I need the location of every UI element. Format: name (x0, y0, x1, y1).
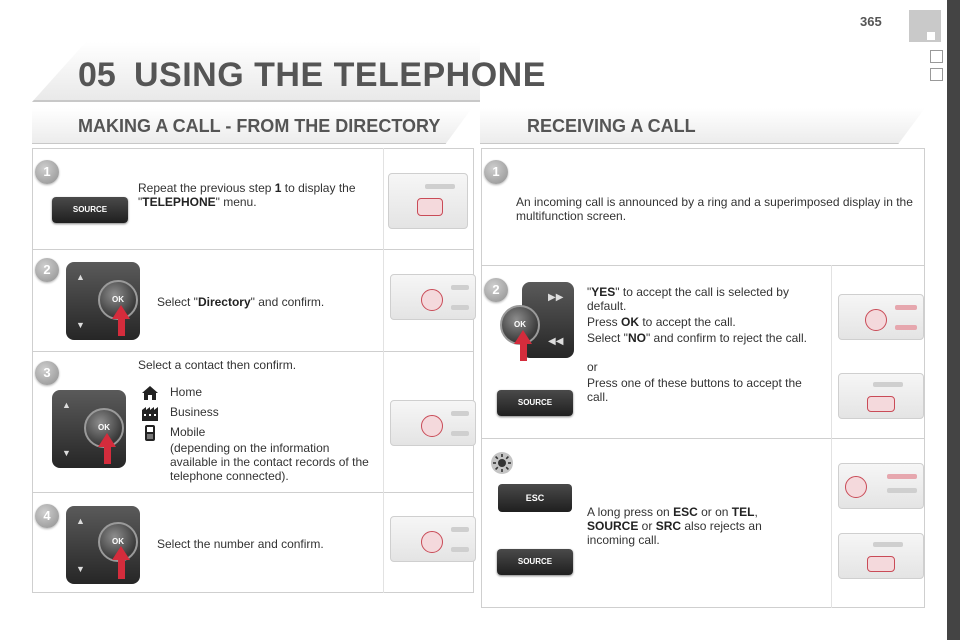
radio-thumbnail (838, 463, 924, 509)
mobile-phone-icon (145, 425, 155, 441)
step-badge: 3 (35, 361, 59, 385)
long-press-tip: A long press on ESC or on TEL, SOURCE or… (587, 505, 762, 547)
radio-thumbnail (838, 294, 924, 340)
press-arrow (112, 305, 130, 319)
contact-home-label: Home (170, 385, 203, 399)
divider (32, 249, 474, 250)
section-title-directory: MAKING A CALL - FROM THE DIRECTORY (78, 116, 441, 136)
radio-thumbnail (388, 173, 468, 229)
press-arrow (112, 546, 130, 560)
chapter-number: 05 (78, 56, 116, 94)
divider (481, 265, 925, 266)
contact-business-label: Business (170, 405, 219, 419)
source-button: SOURCE (497, 549, 573, 575)
business-icon (142, 407, 158, 421)
radio-thumbnail (838, 533, 924, 579)
tip-sun-icon (491, 452, 513, 474)
radio-thumbnail (390, 516, 476, 562)
step-badge: 1 (484, 160, 508, 184)
step2-instruction: Select "Directory" and confirm. (157, 295, 325, 309)
chapter-header-bar (32, 42, 480, 102)
press-arrow-shaft (118, 318, 125, 336)
contact-availability-note: (depending on the information available … (170, 441, 369, 483)
press-buttons-text: Press one of these buttons to accept the… (587, 376, 802, 404)
radio-thumbnail (390, 400, 476, 446)
step4-instruction: Select the number and confirm. (157, 537, 324, 551)
press-arrow (514, 330, 532, 344)
source-button: SOURCE (52, 197, 128, 223)
step-badge: 1 (35, 160, 59, 184)
press-arrow-shaft (104, 446, 111, 464)
section-header-left (32, 108, 472, 144)
page-number: 365 (860, 14, 882, 29)
chapter-marker-box (930, 50, 943, 63)
incoming-call-description: An incoming call is announced by a ring … (516, 195, 913, 223)
press-arrow (98, 433, 116, 447)
press-ok-text: Press OK to accept the call. (587, 315, 736, 329)
esc-button: ESC (498, 484, 572, 512)
step3-intro: Select a contact then confirm. (138, 358, 297, 372)
home-icon (142, 386, 158, 400)
thumbnail-column-rule (383, 148, 384, 593)
radio-thumbnail (390, 274, 476, 320)
step-badge: 2 (35, 258, 59, 282)
source-button: SOURCE (497, 390, 573, 416)
press-arrow-shaft (118, 559, 125, 579)
or-text: or (587, 360, 598, 374)
accept-yes-text: "YES" to accept the call is selected by … (587, 285, 789, 313)
step-badge: 2 (484, 278, 508, 302)
section-title-receiving: RECEIVING A CALL (527, 116, 696, 136)
chapter-title: USING THE TELEPHONE (134, 56, 546, 94)
divider (32, 492, 474, 493)
page-corner-tab (909, 10, 941, 42)
right-edge-bar (947, 0, 960, 640)
step-badge: 4 (35, 504, 59, 528)
divider (481, 438, 925, 439)
step1-instruction: Repeat the previous step 1 to display th… (138, 181, 356, 209)
section-header-right (480, 108, 925, 144)
chapter-marker-box (930, 68, 943, 81)
radio-thumbnail (838, 373, 924, 419)
contact-mobile-label: Mobile (170, 425, 206, 439)
thumbnail-column-rule (831, 265, 832, 608)
reject-no-text: Select "NO" and confirm to reject the ca… (587, 331, 807, 345)
divider (32, 351, 474, 352)
press-arrow-shaft (520, 343, 527, 361)
